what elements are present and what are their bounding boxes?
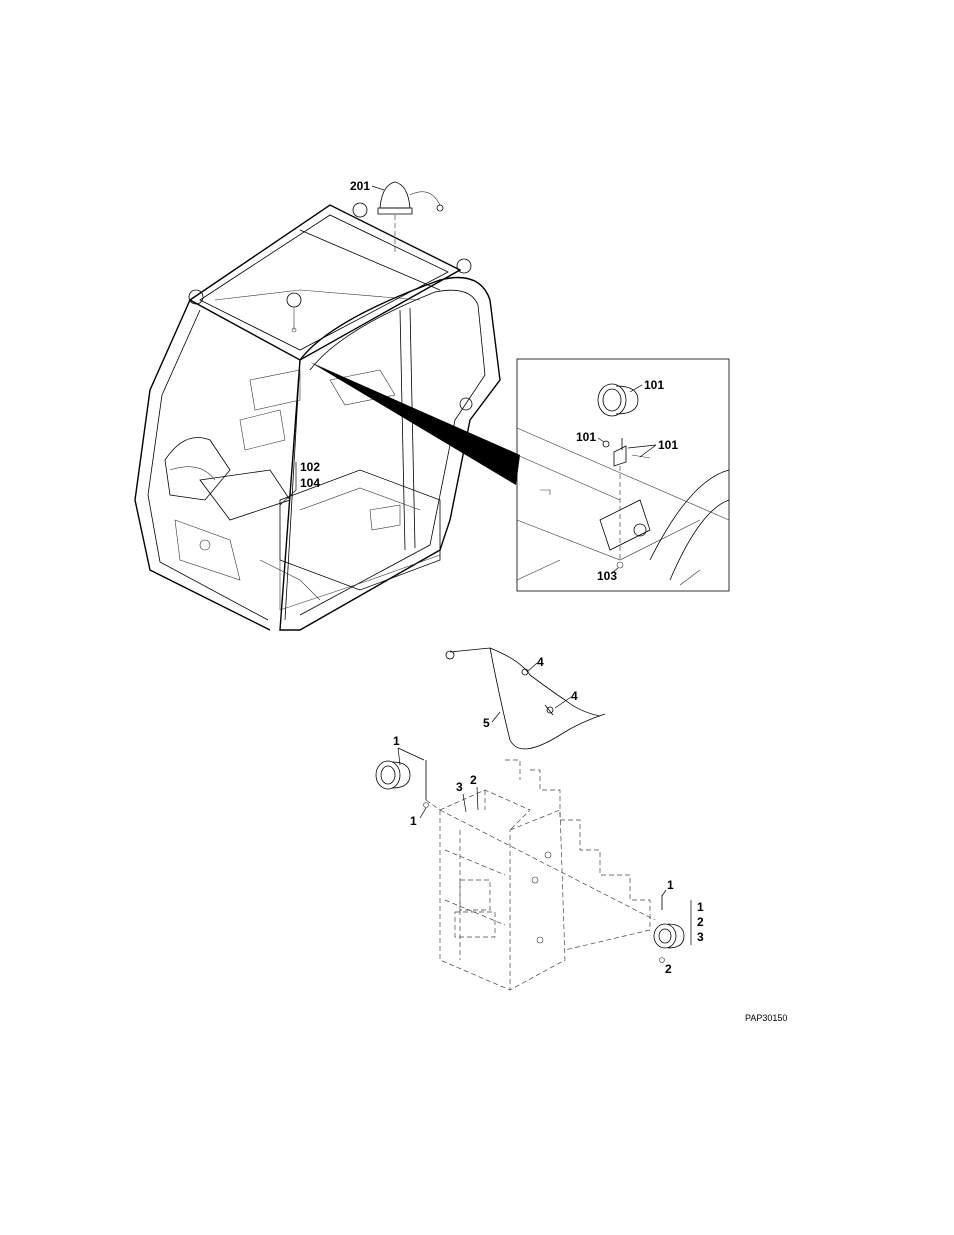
callout-2-stack: 2 xyxy=(697,915,704,929)
callout-1-bottom: 1 xyxy=(410,814,417,828)
detail-view: 101 101 101 103 xyxy=(517,359,729,591)
callout-1-stack: 1 xyxy=(697,900,704,914)
callout-1-top: 1 xyxy=(393,734,400,748)
callout-4-upper: 4 xyxy=(537,655,544,669)
callout-2-top: 2 xyxy=(470,773,477,787)
callout-5: 5 xyxy=(483,716,490,730)
callout-201: 201 xyxy=(350,179,370,193)
callout-101-washer: 101 xyxy=(576,430,596,444)
callout-3: 3 xyxy=(456,780,463,794)
callout-1-right: 1 xyxy=(667,878,674,892)
frame-assembly: 4 4 5 1 1 3 2 1 1 2 3 2 xyxy=(376,648,704,990)
callout-3-stack: 3 xyxy=(697,930,704,944)
detail-pointer xyxy=(310,362,520,485)
callout-101-bolts: 101 xyxy=(658,438,678,452)
callout-4-lower: 4 xyxy=(571,689,578,703)
callout-104: 104 xyxy=(300,476,320,490)
detail-frame xyxy=(517,359,729,591)
cab-assembly: 201 102 104 xyxy=(135,179,520,630)
callout-102: 102 xyxy=(300,460,320,474)
callout-2-bottom: 2 xyxy=(665,962,672,976)
drawing-reference: PAP30150 xyxy=(745,1013,787,1023)
callout-101-lamp: 101 xyxy=(644,378,664,392)
